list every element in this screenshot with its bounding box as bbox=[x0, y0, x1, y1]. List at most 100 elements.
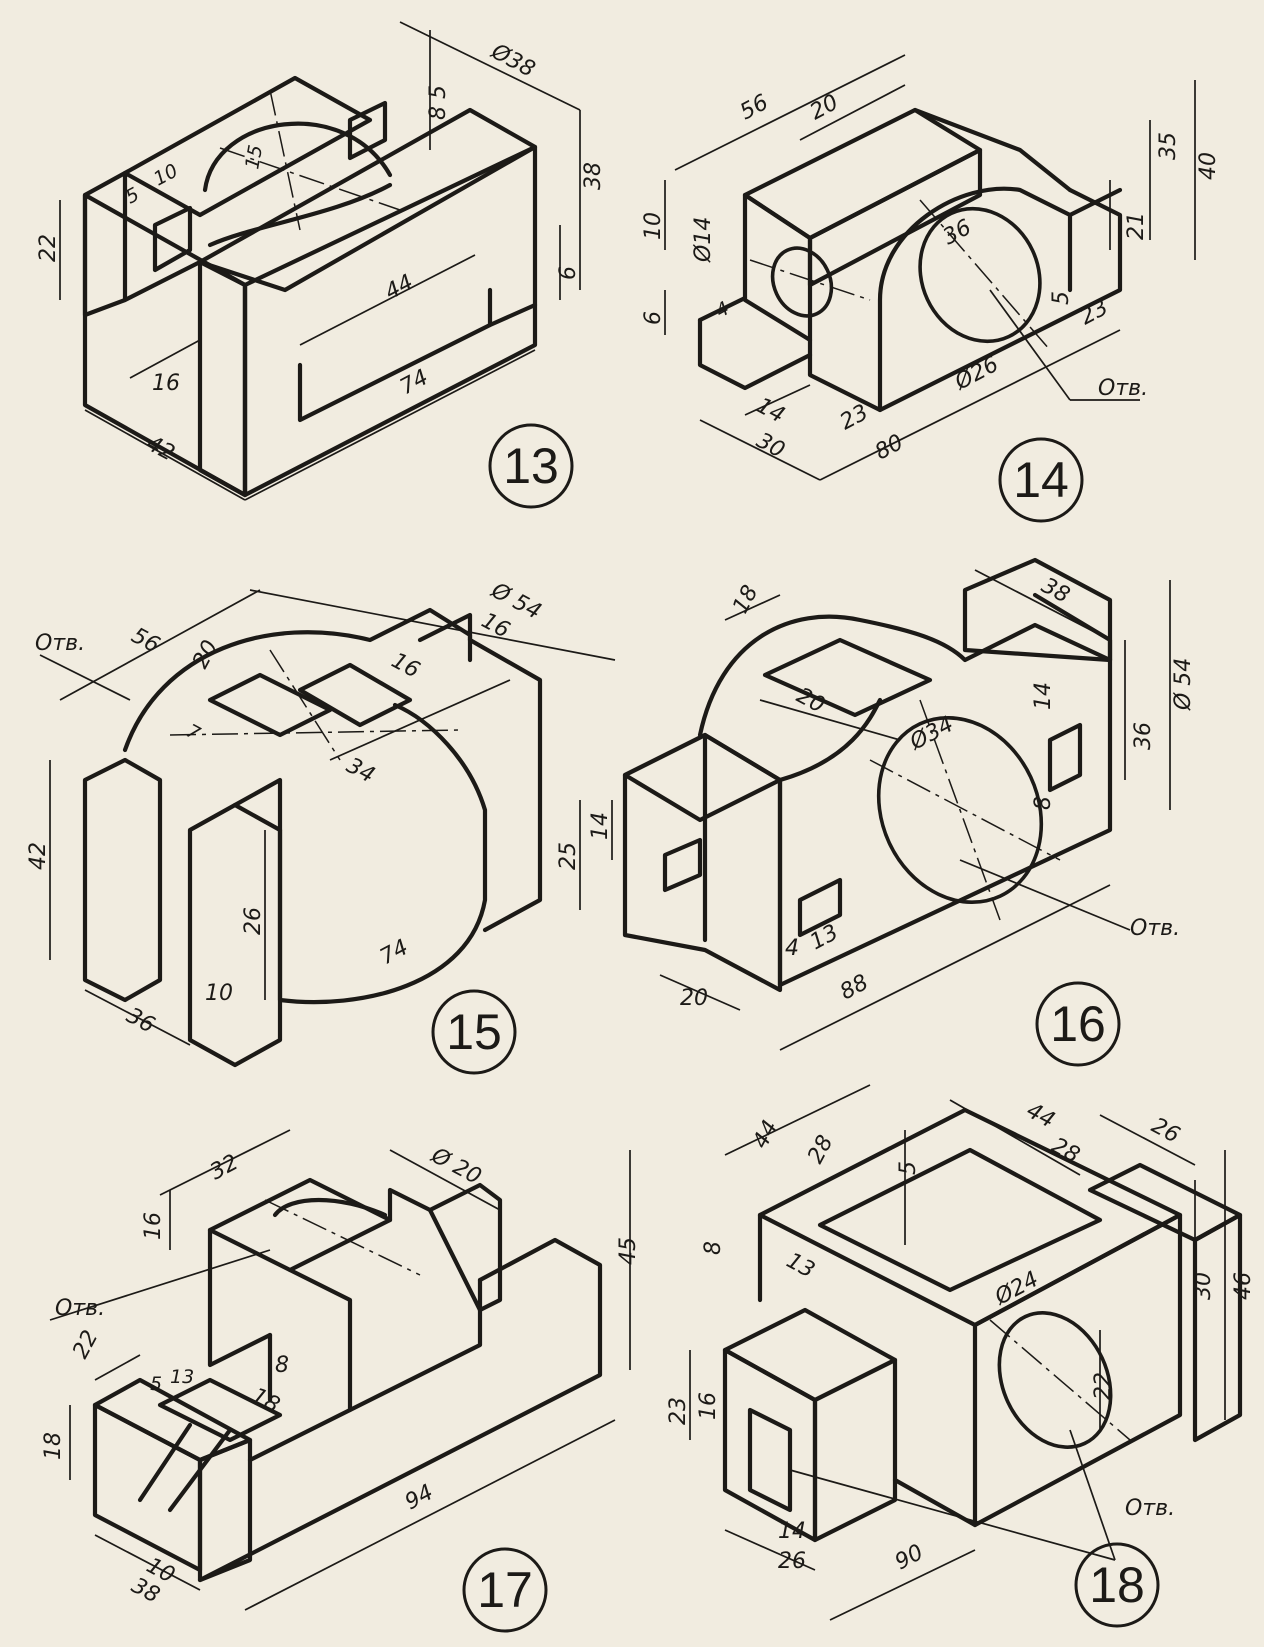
figure-13-dim-w16: 16 bbox=[152, 371, 180, 396]
figure-16-dims: 18 38 20 Ø34 14 36 Ø 54 8 25 14 4 13 20 … bbox=[556, 569, 1196, 1051]
figure-16-dim-h14a: 14 bbox=[1031, 682, 1056, 710]
figure-16-dim-l88: 88 bbox=[836, 970, 872, 1005]
figure-15-dim-w36: 36 bbox=[122, 1003, 158, 1038]
figure-14-dim-h40: 40 bbox=[1196, 152, 1221, 180]
figure-14-dim-w14: 14 bbox=[752, 393, 788, 428]
figure-17-dim-h18: 18 bbox=[41, 1432, 66, 1460]
figure-16-number: 16 bbox=[1050, 996, 1106, 1052]
figure-14-dim-h6: 6 bbox=[641, 311, 666, 325]
figure-15-dim-h42: 42 bbox=[26, 842, 51, 870]
figure-16-dim-h25: 25 bbox=[556, 842, 581, 870]
figure-18-dim-h23: 23 bbox=[666, 1397, 691, 1425]
figure-17-dim-w5: 5 bbox=[150, 1373, 162, 1395]
figure-13-outline bbox=[82, 75, 538, 498]
figure-14-dim-l80: 80 bbox=[871, 430, 907, 465]
figure-16-dim-w20b: 20 bbox=[680, 986, 708, 1011]
figure-15-dim-l74: 74 bbox=[376, 935, 412, 970]
figure-15-dim-w16a: 16 bbox=[477, 608, 513, 643]
figure-17-dim-w13: 13 bbox=[170, 1366, 194, 1388]
figure-15-hole-label: Отв. bbox=[35, 631, 85, 656]
figure-17: 32 Ø 20 16 45 Отв. 8 22 5 13 18 18 10 38… bbox=[41, 1129, 641, 1633]
figure-14-dim-w30: 30 bbox=[752, 428, 788, 463]
figure-16-dim-h8: 8 bbox=[1031, 796, 1056, 810]
figure-16-dim-w18: 18 bbox=[728, 581, 763, 617]
figure-18-number: 18 bbox=[1089, 1557, 1145, 1613]
figure-18-dim-w44a: 44 bbox=[748, 1116, 783, 1152]
figure-14-dim-w23b: 23 bbox=[1076, 295, 1112, 330]
figure-15-dim-l56: 56 bbox=[127, 623, 163, 658]
figure-18-dim-h46: 46 bbox=[1231, 1272, 1256, 1300]
figure-13-number: 13 bbox=[503, 438, 559, 494]
figure-15-dim-h26: 26 bbox=[241, 907, 266, 935]
figure-17-hole-label: Отв. bbox=[55, 1296, 105, 1321]
figure-14-dim-h5: 5 bbox=[1049, 291, 1074, 305]
figure-18-dim-l90: 90 bbox=[891, 1540, 927, 1575]
figure-14: 56 20 35 40 21 10 Ø14 6 4 14 30 23 80 Ø2… bbox=[641, 54, 1221, 523]
figure-18-number-circle bbox=[1074, 1542, 1160, 1628]
figure-13-dim-s15: 15 bbox=[241, 143, 267, 171]
figure-18-dim-w13: 13 bbox=[782, 1248, 818, 1283]
figure-14-dim-h10: 10 bbox=[641, 212, 666, 240]
figure-18-hole-label: Отв. bbox=[1125, 1496, 1175, 1521]
figure-14-dim-h21: 21 bbox=[1124, 212, 1149, 240]
figure-18-dim-w28a: 28 bbox=[803, 1131, 838, 1167]
figure-16-dim-w13: 13 bbox=[806, 920, 842, 955]
figure-13-dim-h38: 38 bbox=[581, 162, 606, 190]
figure-13-dims: Ø38 38 22 16 42 74 44 6 8 5 10 5 15 bbox=[36, 21, 606, 501]
figure-15-dim-w10: 10 bbox=[205, 981, 233, 1006]
figure-13-dim-s8: 8 5 bbox=[426, 85, 451, 120]
figure-18: 44 44 26 28 28 5 8 13 30 46 Ø24 22 23 16… bbox=[666, 1084, 1256, 1628]
figure-17-dim-w22: 22 bbox=[68, 1326, 103, 1362]
figure-14-dim-d14: Ø14 bbox=[691, 217, 716, 263]
figure-13-dim-w42: 42 bbox=[142, 431, 178, 466]
figure-15-outline bbox=[82, 607, 543, 1068]
figure-13-dim-s6: 6 bbox=[556, 266, 581, 280]
figure-17-dim-l94: 94 bbox=[401, 1480, 437, 1515]
figure-18-dim-w44b: 44 bbox=[1022, 1098, 1058, 1133]
figure-14-outline bbox=[697, 107, 1123, 413]
figure-13-dim-d38: Ø38 bbox=[486, 39, 539, 83]
figure-18-dim-h5: 5 bbox=[896, 1161, 921, 1175]
figure-13: Ø38 38 22 16 42 74 44 6 8 5 10 5 15 13 bbox=[36, 21, 606, 509]
figure-15-dim-w34: 34 bbox=[342, 753, 378, 788]
figure-17-dim-d20: Ø 20 bbox=[426, 1143, 485, 1190]
figure-18-outline bbox=[722, 1107, 1243, 1543]
figure-18-dim-h30: 30 bbox=[1191, 1272, 1216, 1300]
figure-16-dim-w4: 4 bbox=[785, 936, 799, 961]
figure-15-dim-w7: 7 bbox=[183, 720, 204, 745]
figure-18-dims: 44 44 26 28 28 5 8 13 30 46 Ø24 22 23 16… bbox=[666, 1084, 1256, 1621]
figure-14-dim-h4: 4 bbox=[712, 297, 733, 322]
figure-15-number-circle bbox=[431, 989, 517, 1075]
figure-15-number: 15 bbox=[446, 1004, 502, 1060]
figure-17-number-circle bbox=[462, 1547, 548, 1633]
figure-16-number-circle bbox=[1035, 981, 1121, 1067]
figure-14-dim-d26: Ø26 bbox=[950, 352, 1003, 396]
figure-17-number: 17 bbox=[477, 1562, 533, 1618]
figure-15-dim-w16b: 16 bbox=[387, 648, 423, 683]
figure-13-dim-s10: 10 bbox=[150, 160, 182, 191]
figure-17-dim-h16: 16 bbox=[141, 1212, 166, 1240]
figure-16-dim-h36: 36 bbox=[1131, 722, 1156, 750]
figure-16-dim-h14b: 14 bbox=[588, 812, 613, 840]
figure-16-outline bbox=[622, 557, 1113, 993]
figure-16-hole-label: Отв. bbox=[1130, 916, 1180, 941]
figure-15-dims: Отв. 56 Ø 54 16 16 20 7 34 42 26 10 36 7… bbox=[26, 578, 616, 1046]
figure-13-dim-h22: 22 bbox=[36, 234, 61, 262]
figure-18-dim-h22: 22 bbox=[1091, 1372, 1116, 1400]
figure-18-dim-h16: 16 bbox=[696, 1392, 721, 1420]
figure-15: Отв. 56 Ø 54 16 16 20 7 34 42 26 10 36 7… bbox=[26, 578, 616, 1075]
figure-14-dim-l56: 56 bbox=[736, 90, 772, 125]
figure-14-number-circle bbox=[998, 437, 1084, 523]
figure-13-number-circle bbox=[488, 423, 574, 509]
figure-18-dim-w14: 14 bbox=[778, 1519, 806, 1544]
figure-18-dim-h8: 8 bbox=[701, 1241, 726, 1255]
figure-14-number: 14 bbox=[1013, 452, 1069, 508]
figure-16-dim-d54: Ø 54 bbox=[1171, 658, 1196, 711]
figure-18-dim-w26b: 26 bbox=[778, 1549, 806, 1574]
figure-14-dim-h35: 35 bbox=[1156, 132, 1181, 160]
figure-16: 18 38 20 Ø34 14 36 Ø 54 8 25 14 4 13 20 … bbox=[556, 557, 1196, 1067]
figure-17-dim-w32: 32 bbox=[206, 1150, 242, 1185]
figure-14-hole-label: Отв. bbox=[1098, 376, 1148, 401]
